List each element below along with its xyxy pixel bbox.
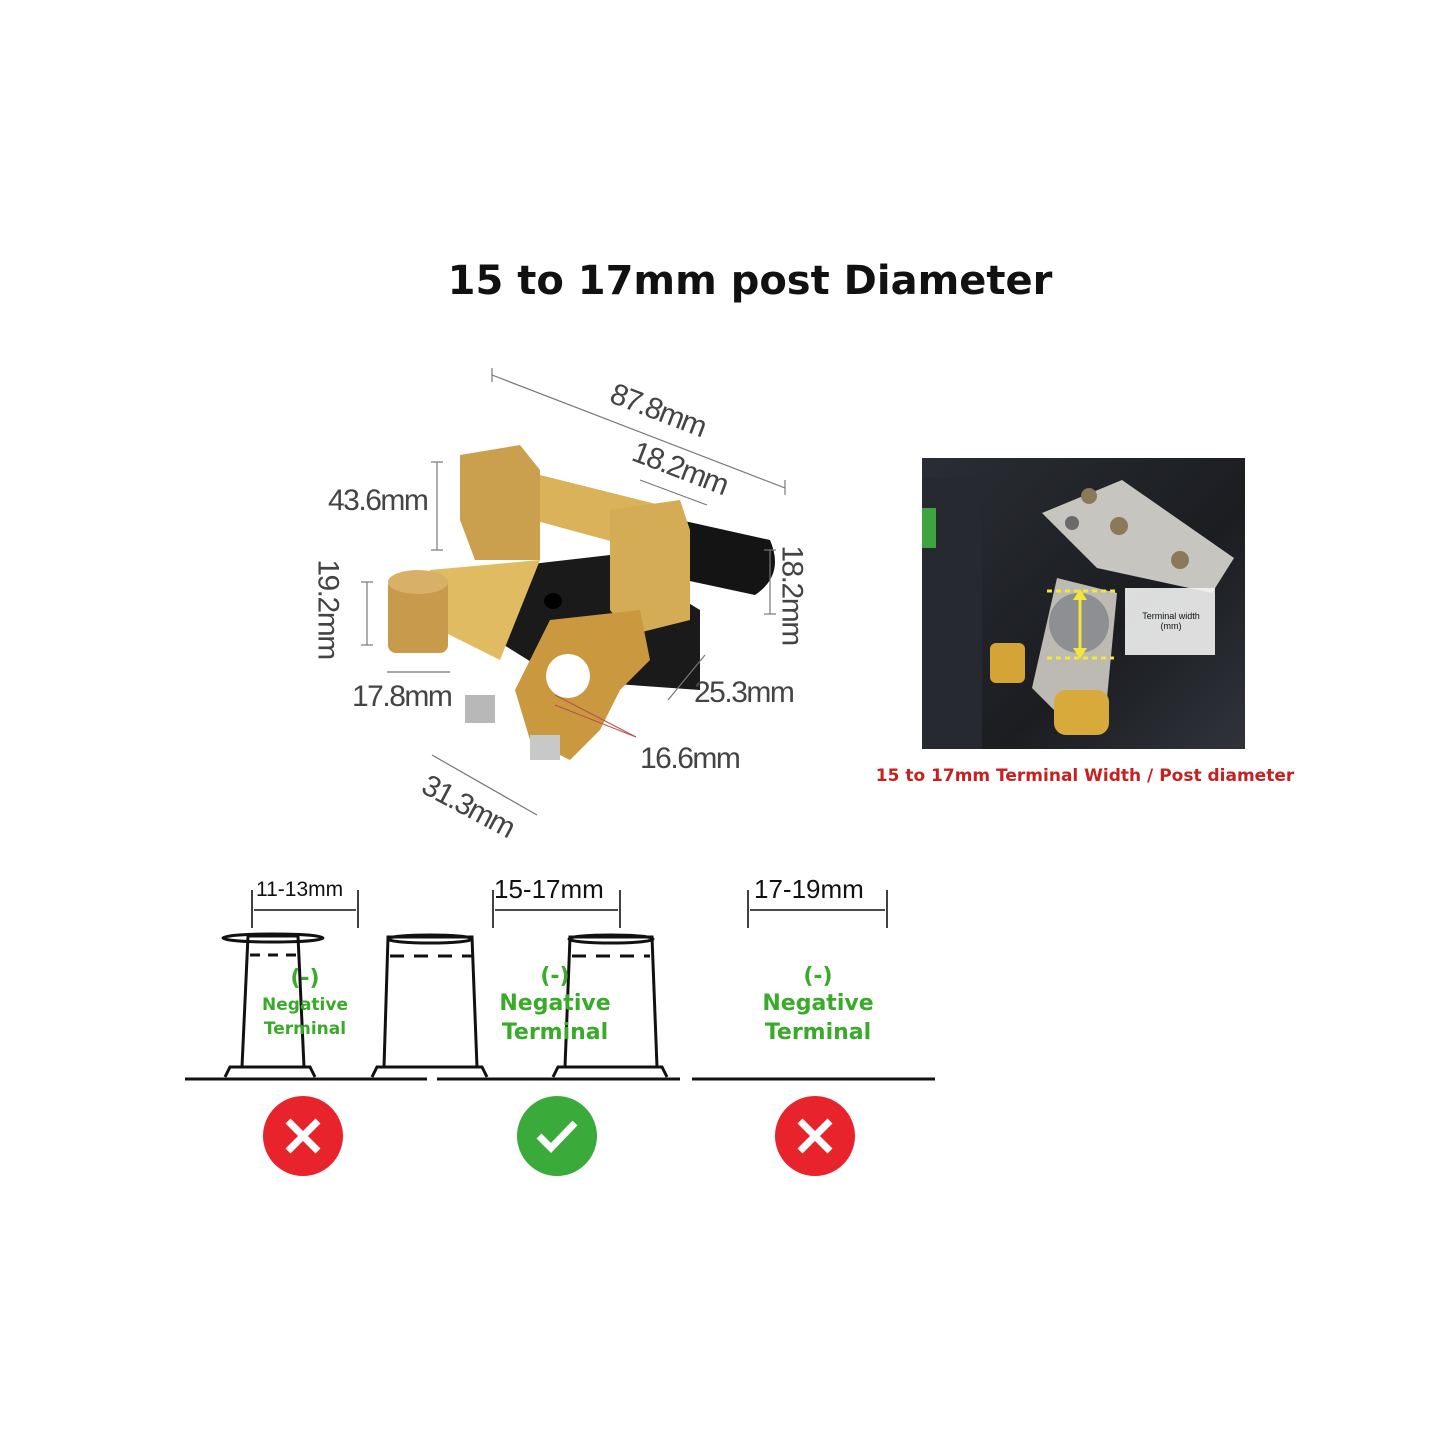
terminal-width-label: Terminal width (mm) [1142, 611, 1200, 631]
label-terminal: Terminal [764, 1020, 872, 1045]
post-outlines [185, 890, 935, 1081]
negative-symbol: (-) [290, 966, 320, 991]
label-terminal: Terminal [263, 1019, 347, 1039]
page-title: 15 to 17mm post Diameter [447, 258, 1053, 304]
reference-photo: Terminal width (mm) [922, 458, 1245, 749]
fail-badge-1 [263, 1096, 343, 1176]
post-range-3: 17-19mm [754, 874, 864, 904]
installed-terminal-icon [922, 478, 1234, 749]
post-range-2: 15-17mm [494, 874, 604, 904]
post-1-label: (-) Negative Terminal [243, 966, 367, 1039]
dim-base-depth: 25.3mm [694, 676, 795, 709]
product-diagram: 87.8mm 18.2mm 43.6mm 19.2mm 18.2mm 17.8m… [300, 360, 820, 844]
photo-caption: 15 to 17mm Terminal Width / Post diamete… [875, 766, 1295, 786]
x-icon [797, 1118, 833, 1154]
battery-disconnect-switch-icon [361, 368, 786, 816]
post-2-label: (-) Negative Terminal [487, 964, 623, 1045]
post-range-1: 11-13mm [256, 878, 344, 901]
dim-clamp-hole: 16.6mm [640, 742, 741, 775]
dim-side-height: 18.2mm [775, 545, 809, 645]
dim-height: 43.6mm [328, 484, 429, 517]
label-negative: Negative [762, 991, 874, 1016]
check-icon [536, 1120, 578, 1154]
label-negative: Negative [499, 991, 611, 1016]
negative-symbol: (-) [540, 964, 570, 989]
x-icon [285, 1118, 321, 1154]
post-3-label: (-) Negative Terminal [750, 964, 886, 1045]
post-comparison [180, 870, 940, 1190]
label-negative: Negative [262, 995, 348, 1015]
dim-cap-width: 17.8mm [352, 680, 453, 713]
label-terminal: Terminal [501, 1020, 609, 1045]
negative-symbol: (-) [803, 964, 833, 989]
fail-badge-2 [775, 1096, 855, 1176]
pass-badge [517, 1096, 597, 1176]
dim-cap-height: 19.2mm [311, 559, 345, 659]
